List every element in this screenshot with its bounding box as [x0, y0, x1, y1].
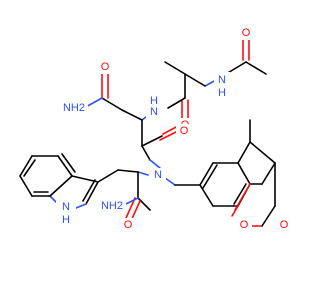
asparagine-bonds	[83, 73, 179, 169]
atom-label-h: H	[218, 87, 226, 99]
atom-label-o: O	[180, 125, 189, 137]
atom-trp-amide-nh2: NH2	[100, 199, 126, 213]
atom-label-h: H	[150, 95, 158, 107]
indole-bonds	[19, 153, 99, 209]
atom-acetamide-nh: N H	[214, 72, 230, 99]
atom-label-o: O	[124, 219, 133, 231]
coumarin-bonds	[164, 119, 276, 227]
atom-coumarin-carbonyl-o: O	[276, 218, 292, 232]
atom-trp-amide-o: O	[120, 218, 136, 232]
atom-label-o: O	[242, 27, 251, 39]
atom-coumarin-ring-o: O	[236, 218, 252, 232]
atom-asn-co-o: O	[176, 124, 192, 138]
atom-label-n: N	[62, 201, 70, 213]
acetyl-alanine-bonds	[164, 39, 267, 120]
atom-side-amide-o: O	[97, 60, 113, 74]
atom-indole-nh: N H	[56, 200, 76, 228]
atom-label-nh2: NH2	[101, 200, 123, 212]
atom-label-nh2: NH2	[63, 102, 85, 114]
molecule-structure: N H O O H N NH2 O O N N H	[19, 26, 292, 232]
atom-acetyl-o: O	[238, 26, 254, 40]
atom-side-amide-nh2: NH2	[62, 101, 88, 115]
tryptophan-bonds	[97, 169, 151, 222]
atom-label-o: O	[101, 61, 110, 73]
atom-asn-nh: H N	[146, 95, 162, 121]
atom-label-n: N	[150, 106, 158, 118]
atom-label-n: N	[154, 169, 162, 181]
atom-label-o: O	[240, 219, 249, 231]
atom-label-h: H	[62, 214, 70, 226]
atom-label-o: O	[280, 219, 289, 231]
atom-tertiary-n: N	[150, 168, 166, 182]
atom-label-n: N	[218, 74, 226, 86]
structure-canvas: N H O O H N NH2 O O N N H	[19, 26, 292, 232]
